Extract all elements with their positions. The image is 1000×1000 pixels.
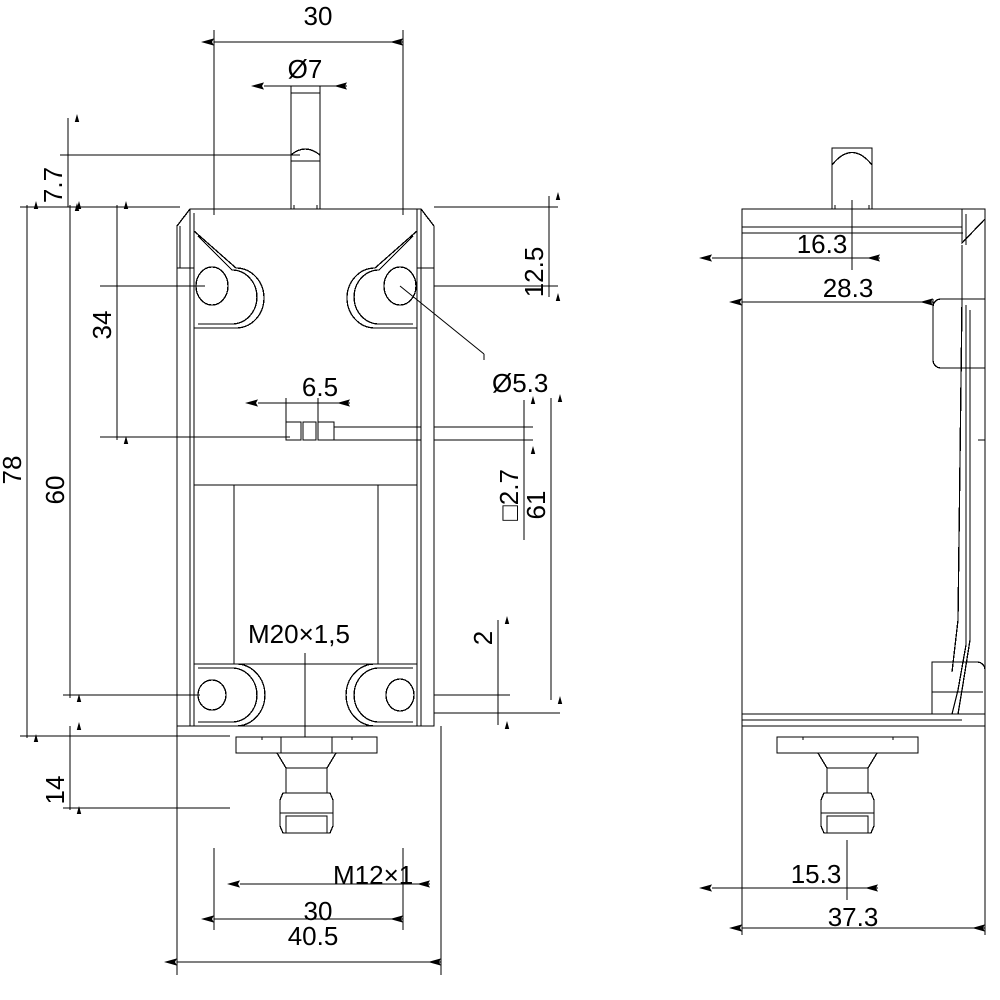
dim-line-28p3 bbox=[729, 227, 934, 310]
side-plunger bbox=[831, 147, 873, 210]
label-m12: M12×1 bbox=[333, 860, 413, 890]
label-m20: M20×1,5 bbox=[248, 619, 350, 649]
contact-block bbox=[285, 421, 421, 441]
dim-14: 14 bbox=[40, 776, 70, 805]
dim-line-14 bbox=[63, 726, 230, 810]
dim-line-7p7 bbox=[60, 118, 300, 207]
dim-line-6p5 bbox=[245, 398, 350, 425]
leader-d5p3 bbox=[399, 285, 485, 360]
dim-line-12p5 bbox=[434, 196, 558, 297]
mounting-ear-lower-right bbox=[345, 663, 417, 727]
dim-34: 34 bbox=[87, 311, 117, 340]
dim-78: 78 bbox=[0, 456, 27, 485]
dim-40p5: 40.5 bbox=[288, 921, 339, 951]
dim-sq2p7: □2.7 bbox=[494, 469, 524, 521]
dim-6p5: 6.5 bbox=[302, 372, 338, 402]
dim-line-30-top bbox=[201, 30, 404, 215]
dim-37p3: 37.3 bbox=[828, 902, 879, 932]
dim-30-top: 30 bbox=[304, 1, 333, 31]
front-cable-gland bbox=[235, 736, 378, 834]
mounting-ear-upper-right bbox=[346, 230, 418, 329]
dim-line-40p5 bbox=[164, 726, 442, 975]
dim-line-78 bbox=[20, 205, 230, 738]
mounting-ear-upper-left bbox=[193, 230, 265, 329]
dim-7p7: 7.7 bbox=[38, 167, 68, 203]
dim-line-sq2p7 bbox=[434, 400, 533, 540]
dim-28p3: 28.3 bbox=[823, 273, 874, 303]
dim-30-bottom: 30 bbox=[304, 896, 333, 926]
dim-61: 61 bbox=[521, 491, 551, 520]
dim-line-34 bbox=[100, 205, 290, 440]
dim-d7: Ø7 bbox=[288, 54, 323, 84]
dim-line-37p3 bbox=[729, 726, 986, 935]
dim-2: 2 bbox=[468, 631, 498, 645]
side-lug-upper bbox=[932, 298, 986, 369]
dim-16p3: 16.3 bbox=[797, 229, 848, 259]
side-cable-gland bbox=[776, 736, 919, 834]
dim-12p5: 12.5 bbox=[519, 247, 549, 298]
dim-line-d7 bbox=[251, 82, 347, 105]
dim-60: 60 bbox=[40, 476, 70, 505]
dim-line-60 bbox=[63, 205, 200, 698]
dim-15p3: 15.3 bbox=[791, 859, 842, 889]
front-plunger bbox=[290, 92, 321, 210]
side-lug-lower bbox=[931, 661, 986, 715]
dim-line-2 bbox=[434, 620, 560, 725]
dim-d5p3: Ø5.3 bbox=[492, 368, 548, 398]
mounting-ear-lower-left bbox=[194, 663, 266, 727]
